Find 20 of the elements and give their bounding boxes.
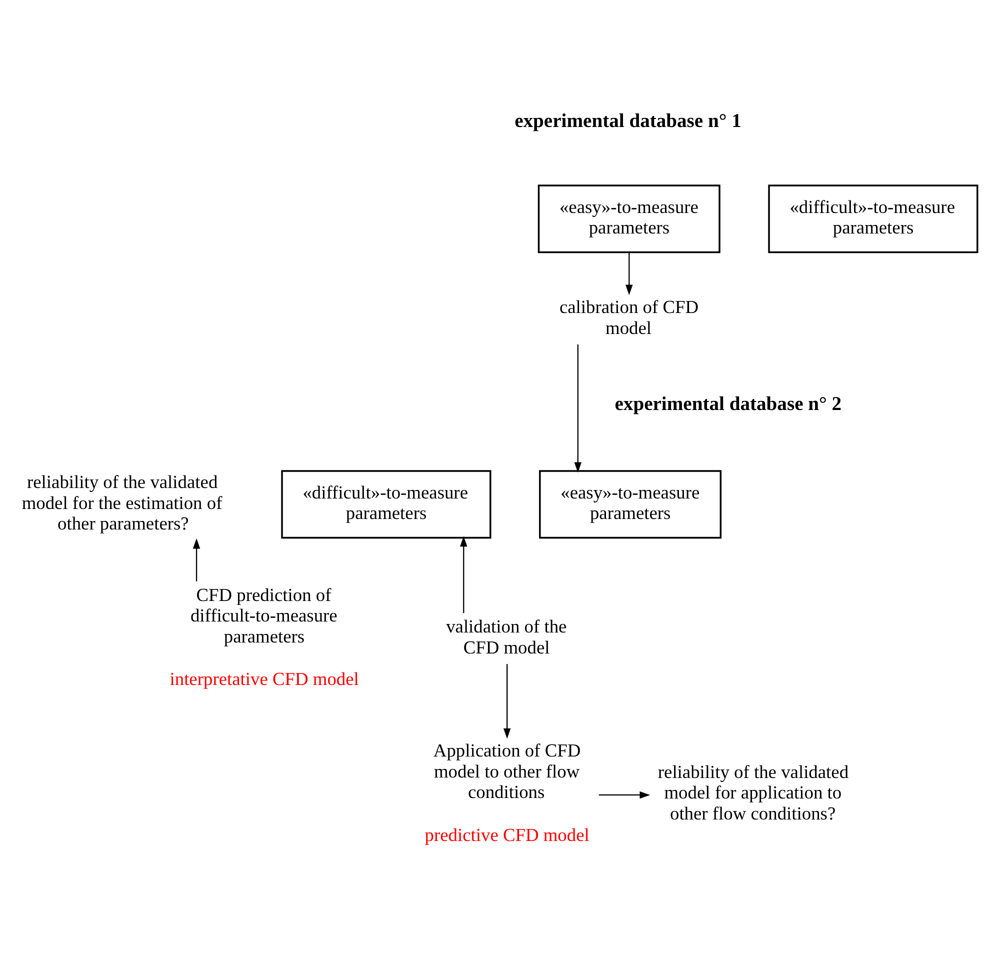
node-text: reliability of the validated model for application to other flow conditions?	[658, 762, 849, 824]
node-text: CFD prediction of difficult-to-measure parameters	[190, 584, 338, 646]
arrow	[598, 791, 650, 799]
arrow	[460, 536, 468, 614]
arrow	[626, 252, 633, 296]
arrow	[574, 344, 582, 473]
node-label: interpretative CFD model	[170, 669, 359, 690]
arrow	[192, 538, 200, 582]
node-text: validation of the CFD model	[446, 616, 567, 658]
node-label: predictive CFD model	[424, 824, 590, 845]
node-box: «easy»-to-measure parameters	[538, 184, 720, 254]
label: experimental database n° 2	[614, 394, 842, 416]
node-text: calibration of CFD model	[559, 297, 699, 338]
node-text: reliability of the validated model for the estimation of other parameters?	[22, 472, 222, 534]
arrow	[503, 664, 511, 739]
node-box: «difficult»-to-measure parameters	[768, 184, 978, 254]
node-box: «difficult»-to-measure parameters	[281, 470, 492, 539]
node-box: «easy»-to-measure parameters	[539, 470, 722, 539]
label: experimental database n° 1	[514, 110, 742, 132]
node-text: Application of CFD model to other flow conditions	[433, 740, 581, 802]
